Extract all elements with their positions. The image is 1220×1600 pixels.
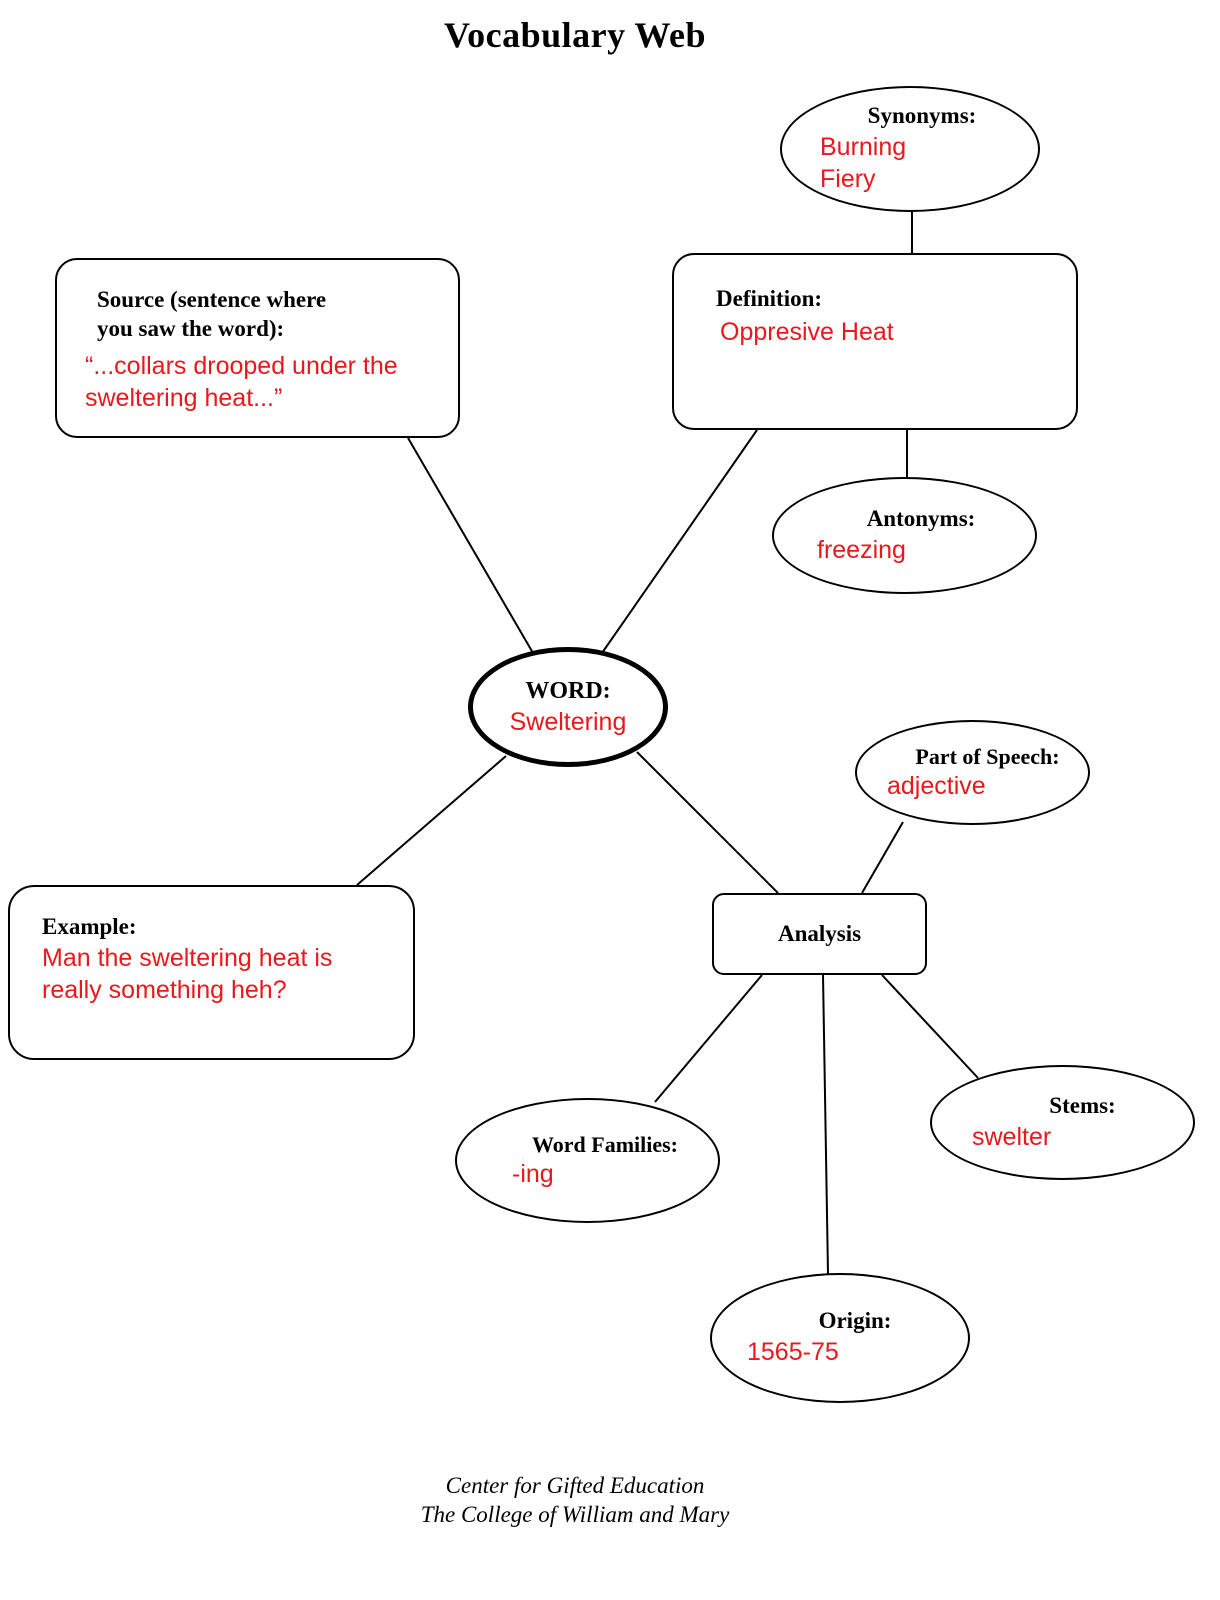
line-source-word bbox=[407, 437, 534, 654]
word-families-value: -ing bbox=[512, 1160, 554, 1188]
line-pos-analysis bbox=[861, 821, 904, 894]
footer-line-2: The College of William and Mary bbox=[420, 1501, 730, 1527]
definition-label: Definition: bbox=[716, 286, 823, 311]
example-value-line-2: really something heh? bbox=[42, 976, 287, 1005]
antonyms-node: Antonyms: freezing bbox=[772, 477, 1037, 594]
synonyms-node: Synonyms: Burning Fiery bbox=[780, 86, 1040, 212]
word-node: WORD: Sweltering bbox=[468, 647, 668, 767]
source-value-line-2: sweltering heat...” bbox=[85, 384, 283, 412]
part-of-speech-node: Part of Speech: adjective bbox=[855, 720, 1090, 825]
word-families-label: Word Families: bbox=[531, 1131, 679, 1157]
stems-value: swelter bbox=[972, 1122, 1052, 1151]
part-of-speech-label: Part of Speech: bbox=[915, 743, 1060, 769]
analysis-node: Analysis bbox=[712, 893, 927, 975]
synonyms-value-1: Burning bbox=[820, 132, 907, 161]
example-label: Example: bbox=[42, 914, 137, 939]
analysis-label: Analysis bbox=[777, 920, 862, 946]
synonyms-value-2: Fiery bbox=[820, 165, 876, 194]
antonyms-label: Antonyms: bbox=[866, 505, 976, 531]
antonyms-value: freezing bbox=[817, 535, 906, 564]
line-analysis-wordfamilies bbox=[654, 974, 763, 1103]
line-analysis-origin bbox=[822, 974, 829, 1275]
word-label: WORD: bbox=[525, 677, 611, 704]
page-title: Vocabulary Web bbox=[443, 15, 707, 55]
line-analysis-stems bbox=[881, 974, 979, 1079]
line-word-example bbox=[356, 755, 507, 886]
stems-label: Stems: bbox=[1049, 1092, 1116, 1118]
example-node: Example: Man the sweltering heat is real… bbox=[8, 885, 415, 1060]
word-value: Sweltering bbox=[509, 707, 627, 736]
part-of-speech-value: adjective bbox=[887, 772, 986, 800]
footer-line-1: Center for Gifted Education bbox=[445, 1473, 705, 1498]
line-word-analysis bbox=[636, 751, 779, 894]
origin-node: Origin: 1565-75 bbox=[710, 1273, 970, 1403]
definition-value: Oppresive Heat bbox=[720, 317, 894, 346]
line-definition-word bbox=[601, 429, 758, 654]
source-node: Source (sentence where you saw the word)… bbox=[55, 258, 460, 438]
origin-label: Origin: bbox=[818, 1308, 892, 1334]
word-families-node: Word Families: -ing bbox=[455, 1098, 720, 1223]
origin-value: 1565-75 bbox=[747, 1338, 839, 1367]
source-value-line-1: “...collars drooped under the bbox=[85, 351, 398, 380]
definition-node: Definition: Oppresive Heat bbox=[672, 253, 1078, 430]
footer: Center for Gifted Education The College … bbox=[0, 1472, 1150, 1530]
stems-node: Stems: swelter bbox=[930, 1065, 1195, 1180]
synonyms-label: Synonyms: bbox=[867, 103, 977, 129]
source-label-line-1: Source (sentence where bbox=[97, 287, 327, 312]
source-label-line-2: you saw the word): bbox=[97, 315, 285, 341]
example-value-line-1: Man the sweltering heat is bbox=[42, 943, 333, 972]
